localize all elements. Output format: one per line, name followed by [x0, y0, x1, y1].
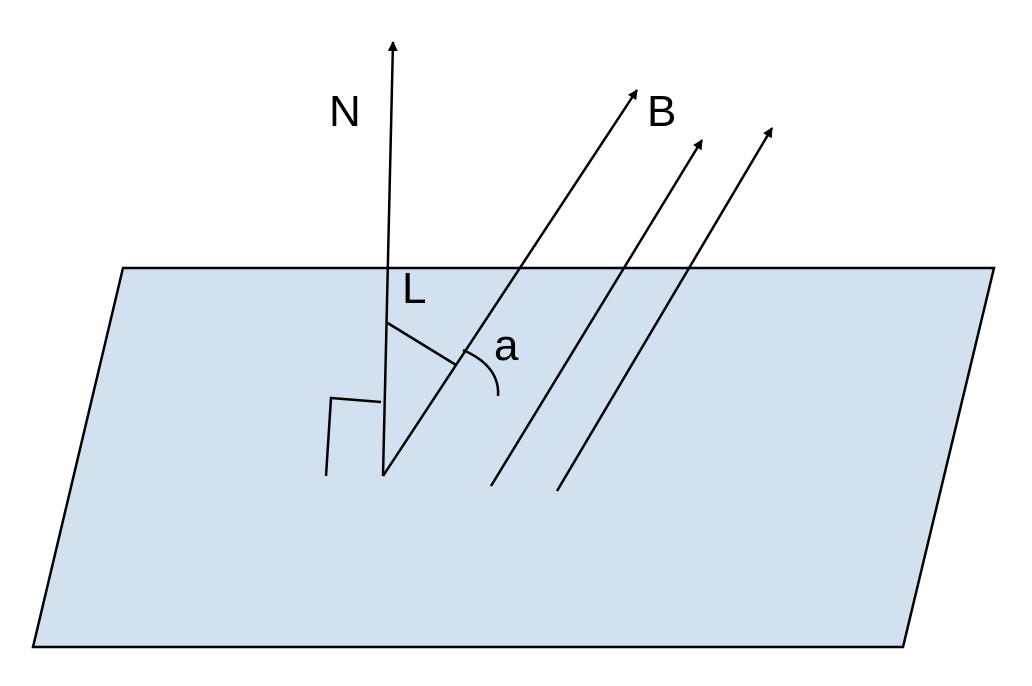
label-length: L	[402, 264, 426, 313]
field-line-b-arrow	[381, 89, 639, 477]
angle-arc	[462, 348, 500, 397]
label-normal: N	[329, 87, 361, 136]
field-line-arrow-2	[489, 139, 704, 487]
field-line-arrow-3	[555, 127, 774, 492]
right-angle-marker	[324, 396, 382, 477]
normal-vector-arrow	[381, 41, 398, 477]
length-segment	[385, 320, 457, 367]
label-angle: a	[494, 321, 519, 370]
label-field: B	[647, 87, 676, 136]
plane-surface	[31, 266, 996, 649]
